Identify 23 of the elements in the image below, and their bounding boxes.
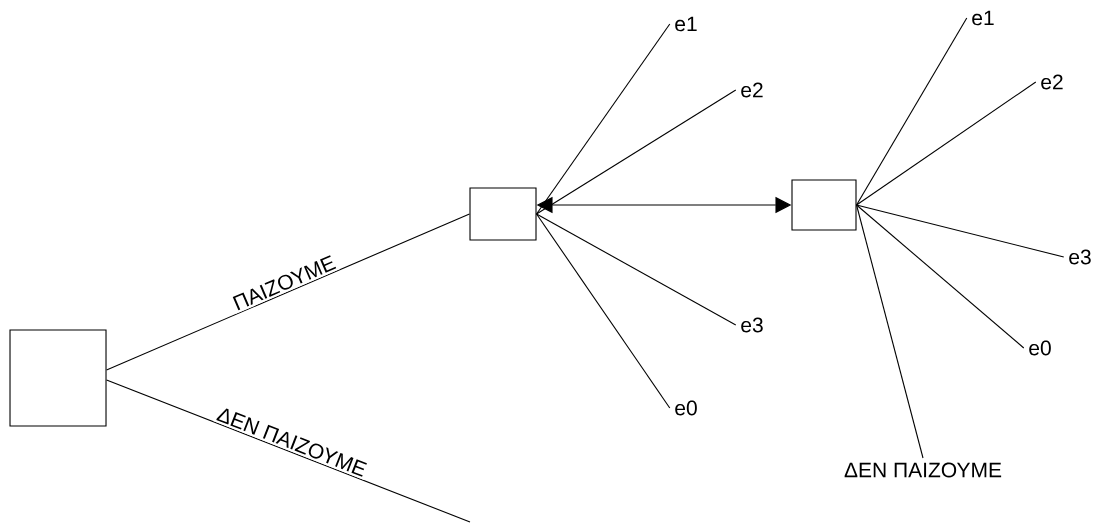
branch-line xyxy=(536,213,671,409)
branch-line xyxy=(536,23,671,215)
outcome-label: ΔΕΝ ΠΑΙΖΟΥΜΕ xyxy=(844,462,1002,478)
outcome-label: e3 xyxy=(741,317,763,333)
branch-line xyxy=(536,213,737,326)
outcome-label: e1 xyxy=(972,10,994,26)
branch-line xyxy=(536,89,737,215)
outcome-label: e3 xyxy=(1069,249,1091,265)
branch-line xyxy=(106,379,471,523)
decision-box xyxy=(9,329,107,427)
branch-line xyxy=(856,204,1025,349)
decision-box xyxy=(791,179,857,231)
branch-line xyxy=(106,213,470,371)
outcome-label: e0 xyxy=(675,400,697,416)
outcome-label: e2 xyxy=(1041,74,1063,90)
outcome-label: e0 xyxy=(1029,340,1051,356)
branch-line xyxy=(856,204,1065,258)
branch-line xyxy=(856,204,924,459)
outcome-label: e2 xyxy=(741,82,763,98)
branch-line xyxy=(856,81,1037,206)
decision-box xyxy=(469,187,537,241)
branch-line xyxy=(856,17,968,206)
outcome-label: e1 xyxy=(675,16,697,32)
